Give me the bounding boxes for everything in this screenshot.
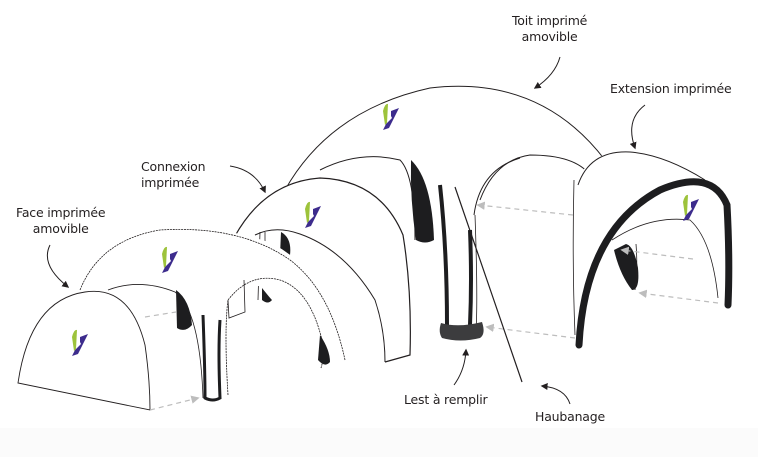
guy-rope [454, 186, 523, 383]
callout-arrow-lest [453, 348, 470, 386]
dashed-arrow-ballast [485, 323, 576, 339]
label-line: amovible [521, 29, 578, 44]
label-connexion-imprimee: Connexion imprimée [141, 159, 206, 191]
extension-frame [575, 178, 733, 349]
label-haubanage: Haubanage [535, 409, 605, 425]
dashed-arrow-front-inner [144, 311, 177, 318]
callout-arrow-toit [533, 56, 561, 89]
dashed-arrow-ext-inner-1 [620, 246, 694, 260]
callout-arrow-haubanage [540, 383, 571, 405]
main-dome-leg-shadow [410, 160, 434, 243]
label-line: Face imprimée [16, 205, 106, 220]
assembly-arrows [144, 201, 719, 411]
extension-dome [575, 151, 733, 349]
extension-inner-leg [614, 244, 639, 290]
ballast [439, 322, 484, 341]
label-toit-imprime-amovible: Toit imprimé amovible [512, 13, 587, 45]
callout-arrow-face [46, 244, 70, 288]
label-line: Connexion [141, 159, 206, 174]
label-lest-a-remplir: Lest à remplir [404, 392, 488, 408]
dashed-arrow-face [149, 395, 200, 411]
front-dome [79, 229, 346, 402]
label-line: Haubanage [535, 409, 605, 424]
label-line: imprimée [141, 175, 200, 190]
label-line: Lest à remplir [404, 392, 488, 407]
main-dome [284, 85, 606, 341]
callout-arrows [46, 56, 646, 405]
label-extension-imprimee: Extension imprimée [610, 81, 732, 97]
callout-arrow-connexion [229, 165, 266, 194]
callout-arrow-extension [629, 104, 646, 150]
label-line: Toit imprimé [512, 13, 588, 28]
dashed-arrow-ext-inner-2 [638, 289, 719, 304]
label-line: amovible [32, 221, 89, 236]
footer-band [0, 428, 758, 457]
label-face-imprimee-amovible: Face imprimée amovible [16, 205, 106, 237]
main-dome-roof-outline [284, 85, 606, 191]
face-panel [17, 290, 151, 411]
front-dome-leg-shadow [176, 290, 192, 330]
dashed-arrow-ext-top [476, 201, 574, 216]
label-line: Extension imprimée [610, 81, 732, 96]
